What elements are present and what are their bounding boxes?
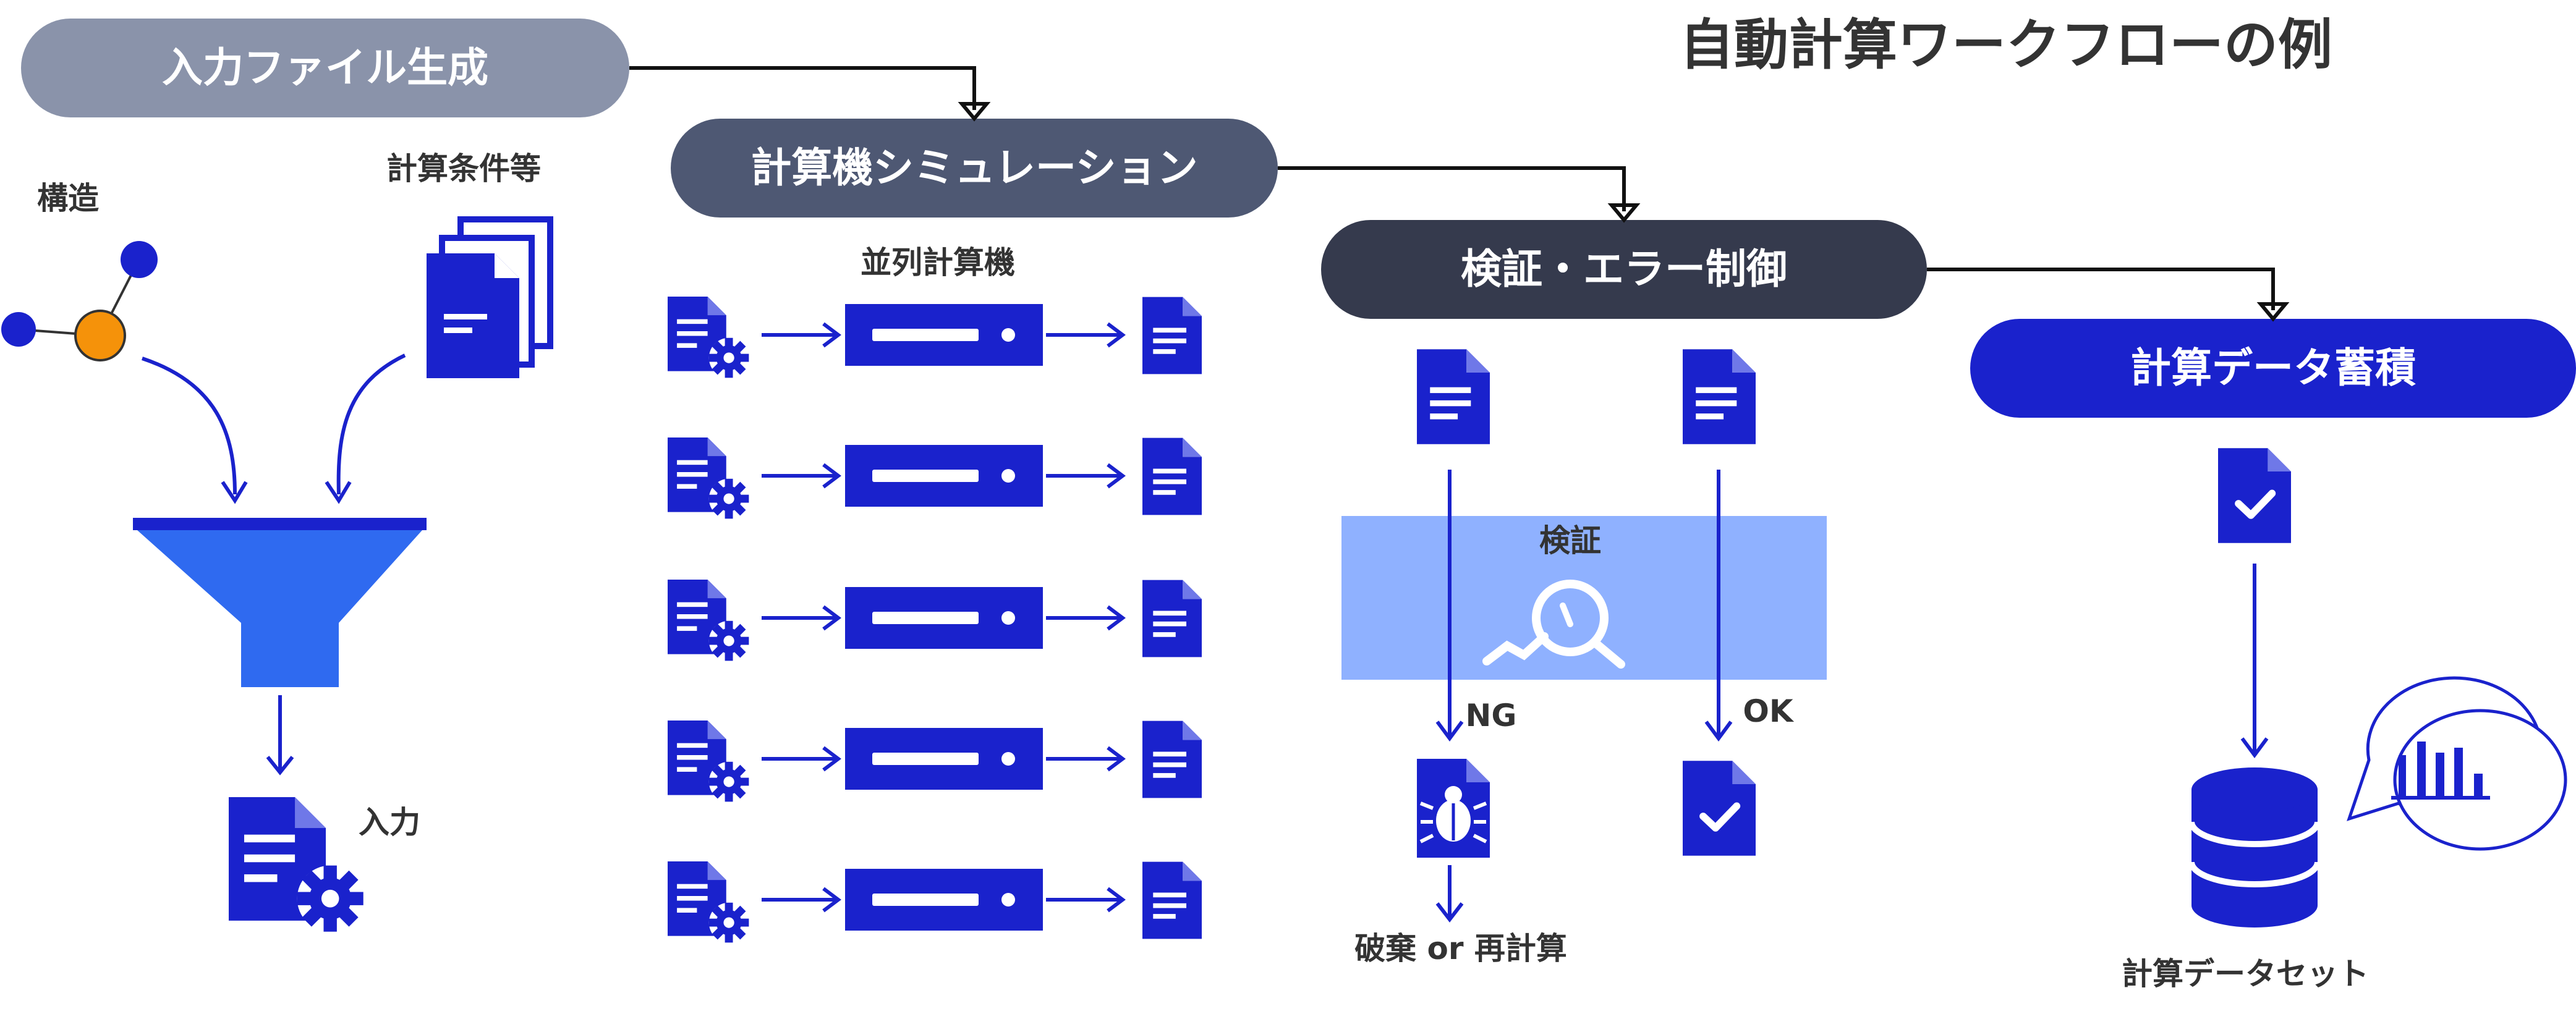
accumulation-arrow	[2240, 564, 2269, 759]
stage-validation-label: 検証・エラー制御	[1461, 245, 1787, 293]
simulation-row	[668, 721, 1202, 802]
stage-simulation: 計算機シミュレーション	[671, 119, 1278, 218]
document-icon	[1142, 721, 1202, 798]
ok-label: OK	[1743, 693, 1795, 729]
funnel-icon	[133, 518, 427, 687]
magnifier-icon	[1482, 580, 1625, 669]
document-gear-icon	[668, 861, 749, 943]
stage-accumulation: 計算データ蓄積	[1970, 319, 2576, 418]
stage-accumulation-label: 計算データ蓄積	[2130, 344, 2416, 392]
check-document-icon	[1683, 761, 1756, 855]
discard-arrow	[1435, 865, 1464, 923]
input-document-gear-icon	[229, 797, 363, 932]
arrow-to-output	[1046, 746, 1126, 772]
simulation-row	[668, 297, 1202, 378]
arrow-to-output	[1046, 463, 1126, 489]
stage-connector-heads	[958, 102, 2290, 322]
bug-document-icon	[1417, 759, 1490, 858]
molecule-icon	[1, 241, 158, 361]
document-icon	[1142, 297, 1202, 374]
verify-label: 検証	[1539, 523, 1601, 559]
validation-flow-arrows	[1435, 470, 1733, 742]
arrow-to-server	[762, 463, 841, 489]
conditions-label: 計算条件等	[386, 151, 541, 187]
arrow-to-server	[762, 887, 841, 913]
discard-label: 破棄 or 再計算	[1354, 931, 1567, 966]
stage-input-generation: 入力ファイル生成	[21, 19, 629, 117]
arrow-to-output	[1046, 887, 1126, 913]
validation-input-doc-left	[1417, 349, 1490, 444]
server-icon	[845, 869, 1043, 931]
structure-label: 構造	[37, 180, 99, 216]
document-gear-icon	[668, 721, 749, 802]
ng-label: NG	[1466, 698, 1517, 733]
funnel-output-arrow	[266, 695, 294, 776]
dataset-label: 計算データセット	[2122, 956, 2369, 992]
stage-connectors	[629, 66, 2275, 310]
parallel-label: 並列計算機	[861, 245, 1015, 281]
arrow-to-server	[762, 746, 841, 772]
page-title: 自動計算ワークフローの例	[1680, 13, 2332, 77]
accumulation-check-doc	[2218, 448, 2291, 543]
server-icon	[845, 304, 1043, 366]
simulation-row	[668, 861, 1202, 943]
simulation-row	[668, 580, 1202, 661]
arrow-to-output	[1046, 605, 1126, 631]
database-icon	[2188, 767, 2321, 928]
bar-chart-bubble-icon	[2347, 676, 2567, 851]
server-icon	[845, 728, 1043, 790]
document-gear-icon	[668, 580, 749, 661]
server-icon	[845, 445, 1043, 507]
arrow-to-server	[762, 322, 841, 348]
arrow-to-server	[762, 605, 841, 631]
stage-input-generation-label: 入力ファイル生成	[162, 44, 488, 91]
stage-simulation-label: 計算機シミュレーション	[750, 144, 1197, 192]
document-icon	[1142, 437, 1202, 515]
documents-stack-icon	[427, 216, 553, 378]
simulation-row	[668, 437, 1202, 519]
input-label: 入力	[359, 805, 420, 840]
document-gear-icon	[668, 297, 749, 378]
server-icon	[845, 587, 1043, 649]
simulation-rows	[668, 297, 1202, 943]
document-gear-icon	[668, 437, 749, 519]
input-curves	[142, 353, 406, 495]
document-icon	[1142, 580, 1202, 657]
arrow-to-output	[1046, 322, 1126, 348]
stage-validation: 検証・エラー制御	[1321, 220, 1927, 319]
validation-input-doc-right	[1683, 349, 1756, 444]
document-icon	[1142, 861, 1202, 939]
